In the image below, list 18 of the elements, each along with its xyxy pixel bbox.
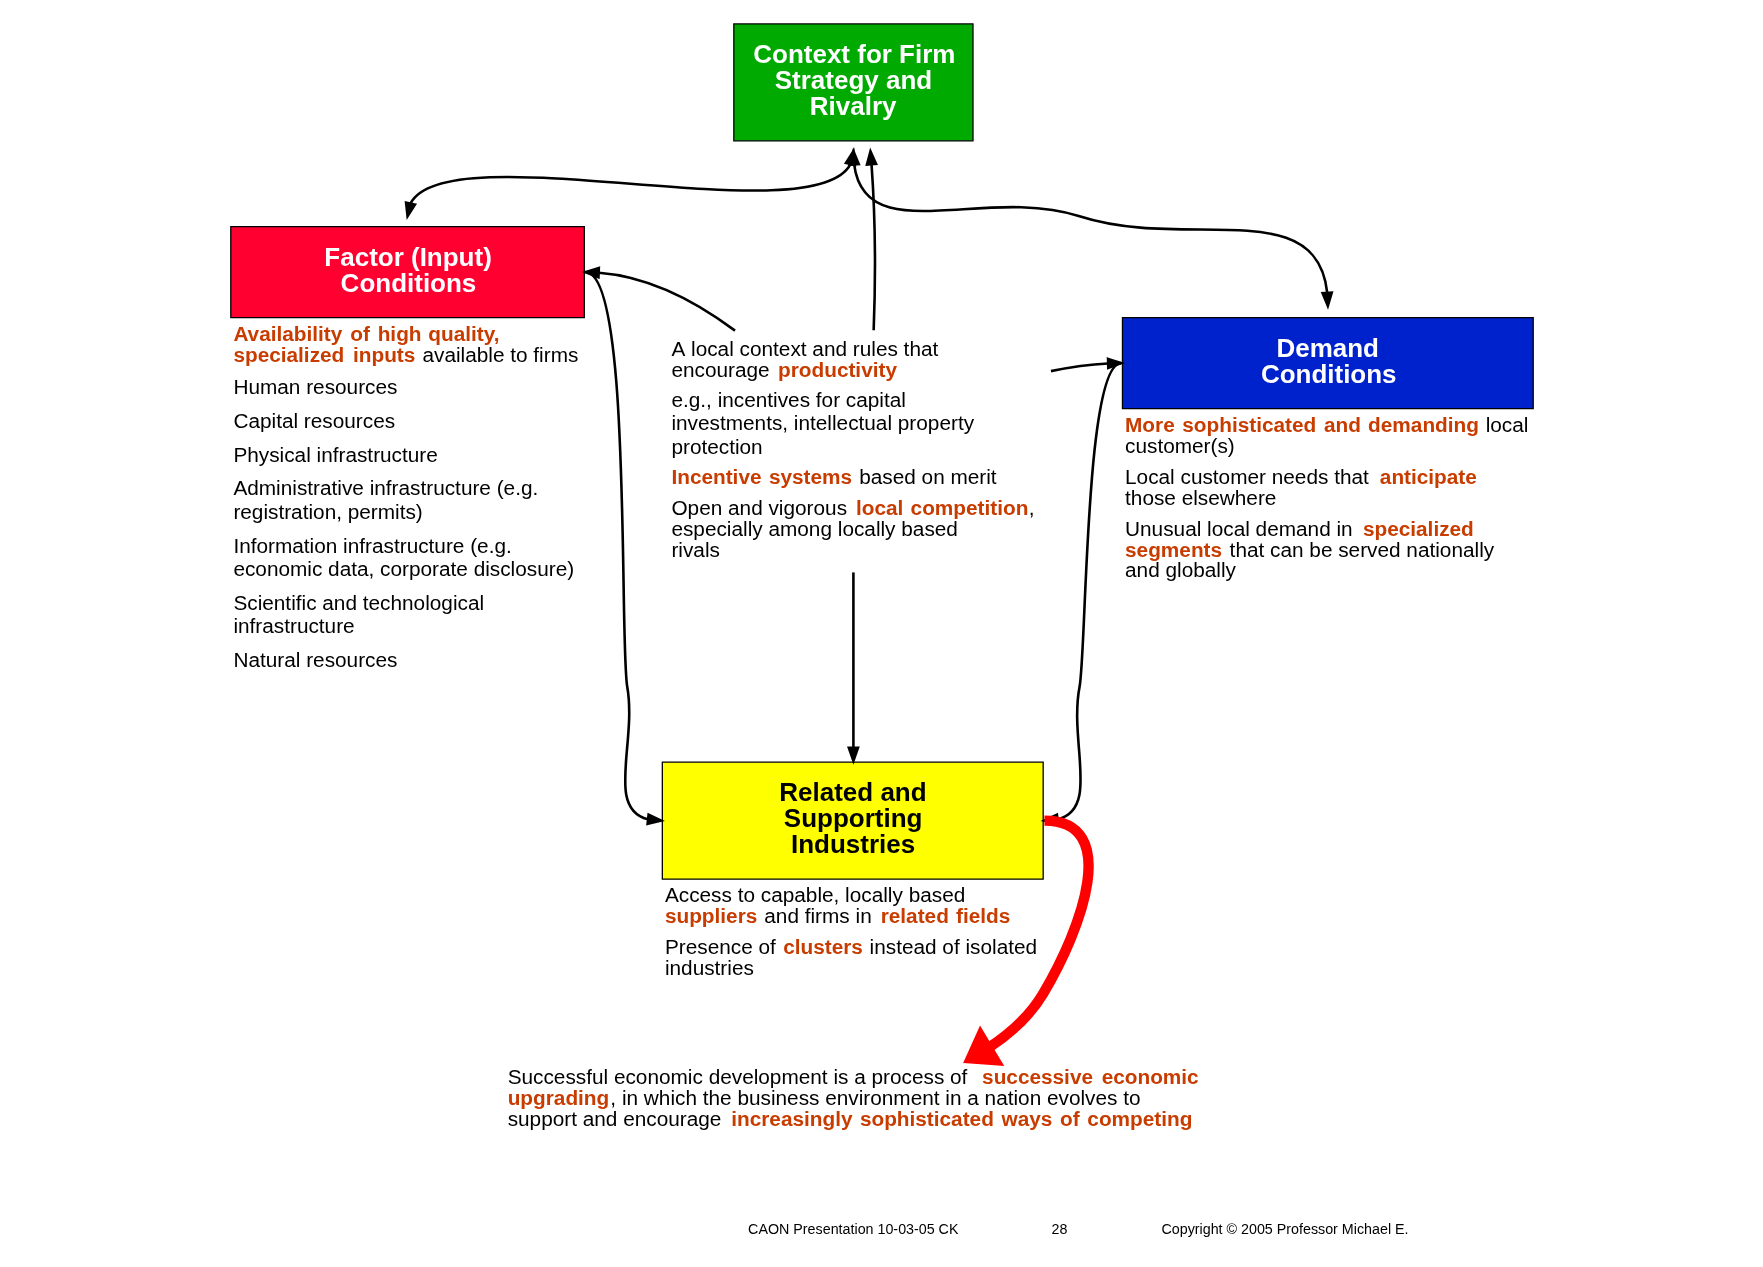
node-label: Information infrastructure (e.g. economic data, corporate disclosure) — [232, 533, 574, 581]
node-label: Administrative infrastructure (e.g. registration, permits) — [232, 476, 538, 523]
node-label: Capital resources — [232, 408, 395, 432]
label: Copyright © 2005 Professor Michael E. — [1160, 1220, 1409, 1237]
node-label: Physical infrastructure — [232, 442, 438, 466]
node-label: Human resources — [232, 375, 397, 399]
label: 28 — [1051, 1220, 1068, 1237]
node-text: Successful economic development is a process of successive economic upgrading, in which the business environment in a nation evolves to support and encourage increasingly sophisticated ways of competing — [507, 1065, 1199, 1130]
node-label: Scientific and technological infrastructure — [232, 590, 484, 638]
node-label: Unusual local demand in specialized segments that can be served nationally and globally — [1124, 516, 1494, 582]
node-label: Availability of high quality, specialized inputs available to firms — [232, 321, 578, 366]
node-text: A local context and rules that encourage productivity e.g., incentives for capital investments, intellectual property protection Incentive systems based on merit Open and vigorous local competition, especially among locally based rivals — [670, 337, 1035, 561]
node-label: Local customer needs that anticipate those elsewhere — [1124, 464, 1477, 509]
node-label: Natural resources — [232, 648, 397, 672]
label: CAON Presentation 10-03-05 CK — [747, 1220, 958, 1237]
node-label: Access to capable, locally based suppliers and firms in related fields — [664, 883, 1010, 928]
node-label: More sophisticated and demanding local customer(s) — [1124, 412, 1528, 457]
node-label: Presence of clusters instead of isolated industries — [664, 935, 1037, 980]
